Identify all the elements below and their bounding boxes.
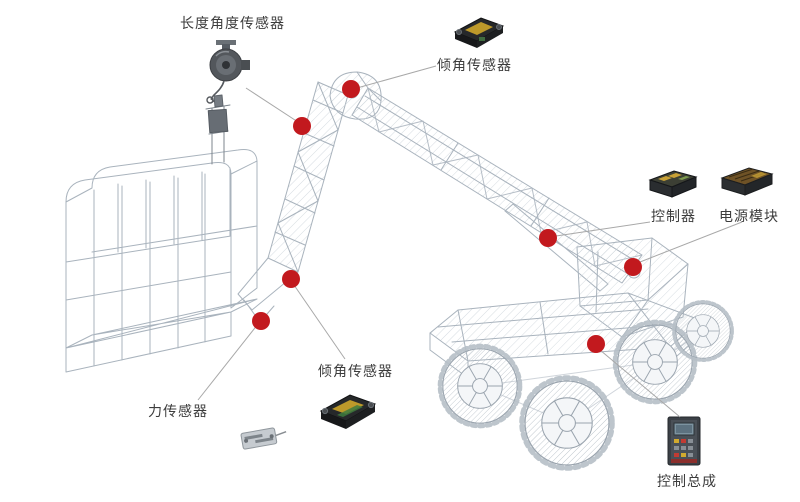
basket-linkage	[237, 257, 299, 323]
length-angle-sensor-image	[196, 36, 254, 104]
label-force-sensor: 力传感器	[148, 404, 208, 420]
power-module-image	[717, 164, 777, 202]
label-power-module: 电源模块	[719, 209, 779, 225]
wheel-rear-left	[522, 378, 612, 468]
label-tilt-sensor-bottom: 倾角传感器	[318, 364, 393, 380]
wheel-front-right	[672, 300, 734, 362]
wheel-front-left	[440, 346, 520, 426]
controller-image	[646, 167, 700, 203]
tilt-sensor-bottom-image	[317, 391, 379, 433]
control-assembly-image	[664, 415, 704, 469]
label-length-angle-sensor: 长度角度传感器	[180, 16, 285, 32]
label-control-assembly: 控制总成	[657, 474, 717, 490]
platform-rotator	[205, 94, 231, 165]
label-controller: 控制器	[651, 209, 696, 225]
label-tilt-sensor-top: 倾角传感器	[437, 58, 512, 74]
force-sensor-image	[234, 424, 290, 454]
lift-cylinder	[504, 203, 609, 292]
tilt-sensor-top-image	[451, 14, 507, 52]
basket-cage	[65, 94, 299, 373]
